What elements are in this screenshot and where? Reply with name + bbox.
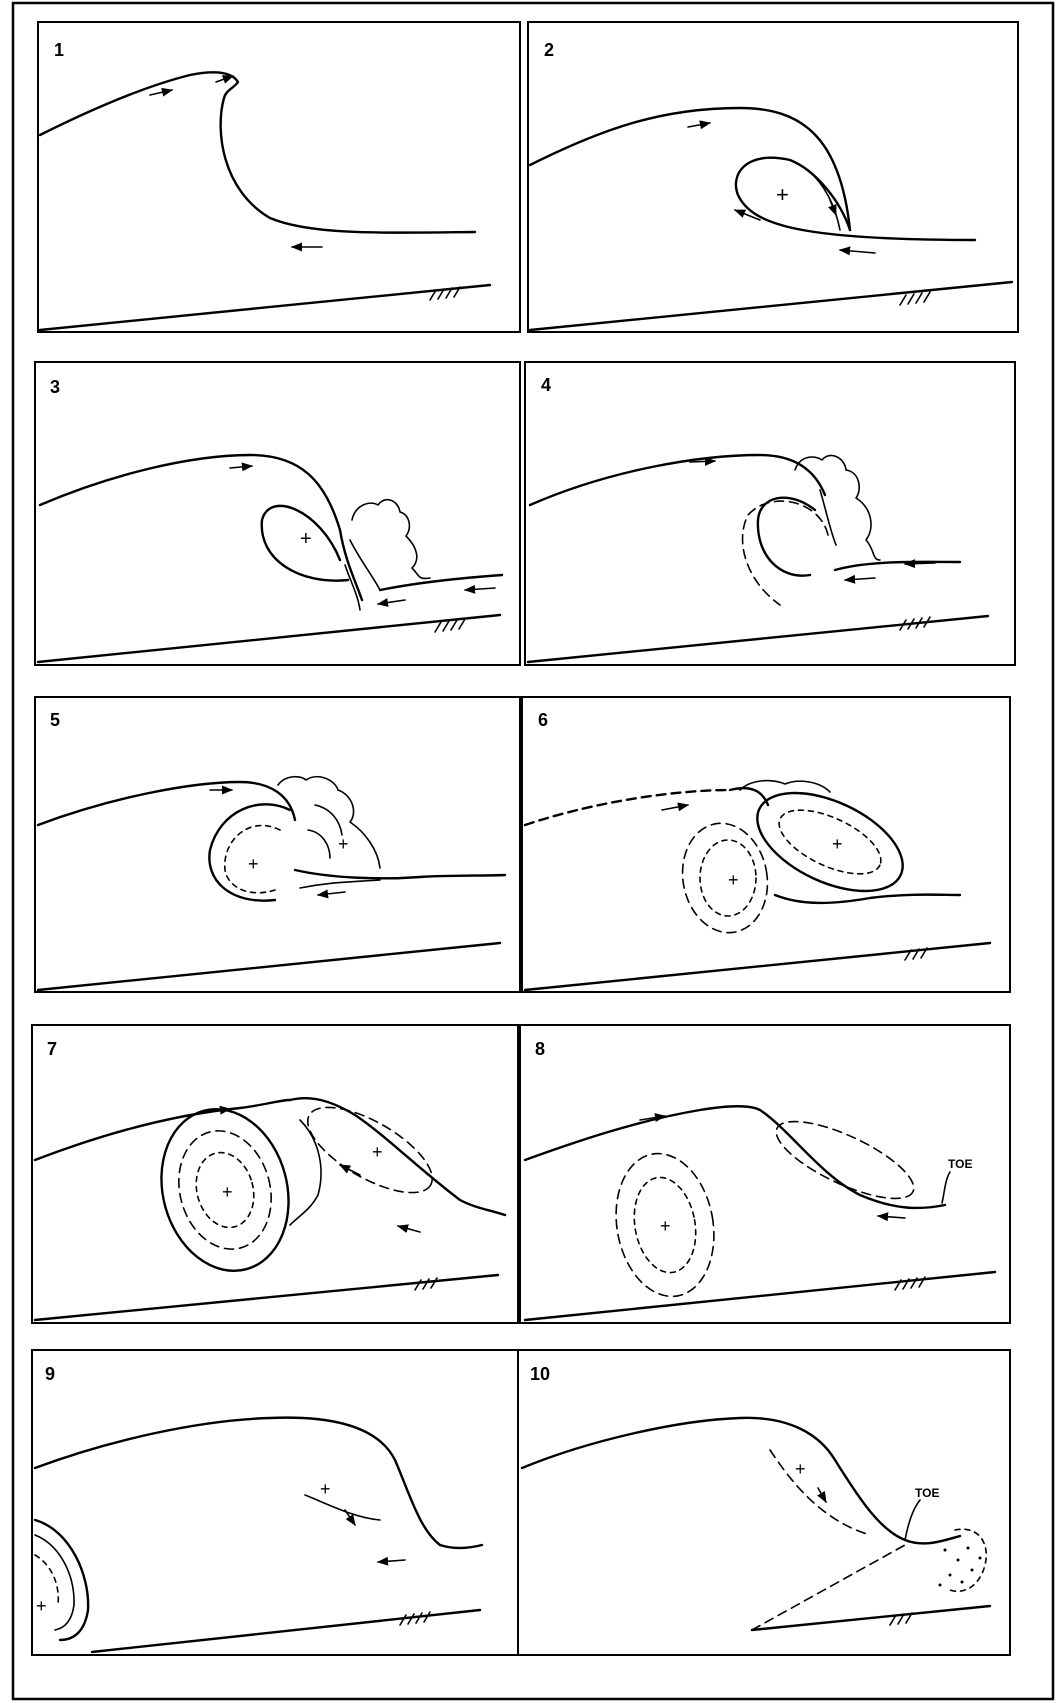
panel-2: 2 + xyxy=(528,22,1018,332)
panel-number-3: 3 xyxy=(50,377,60,397)
panel-number-6: 6 xyxy=(538,710,548,730)
panel-number-2: 2 xyxy=(544,40,554,60)
toe-label: TOE xyxy=(915,1486,939,1500)
panel-number-9: 9 xyxy=(45,1364,55,1384)
toe-label: TOE xyxy=(948,1157,972,1171)
vortex-center-mark: + xyxy=(795,1459,806,1479)
flow-arrow xyxy=(690,461,715,462)
vortex-center-mark: + xyxy=(222,1182,233,1202)
panel-number-10: 10 xyxy=(530,1364,550,1384)
panel-number-8: 8 xyxy=(535,1039,545,1059)
panel-4: 4 xyxy=(525,362,1015,665)
panel-number-1: 1 xyxy=(54,40,64,60)
panel-number-7: 7 xyxy=(47,1039,57,1059)
flow-arrow xyxy=(905,563,935,564)
panel-number-4: 4 xyxy=(541,375,551,395)
panel-8: 8 + TOE xyxy=(520,1025,1010,1323)
vortex-center-mark: + xyxy=(300,528,312,550)
panel-5: 5 + + xyxy=(35,697,520,992)
vortex-center-mark: + xyxy=(660,1216,671,1236)
vortex-center-mark: + xyxy=(320,1479,331,1499)
panel-10: 10 + TOE xyxy=(518,1350,1010,1655)
vortex-center-mark: + xyxy=(832,834,843,854)
panel-7: 7 + + xyxy=(32,1025,518,1323)
panel-3: 3 + xyxy=(35,362,520,665)
panel-9: 9 + + xyxy=(32,1350,518,1655)
vortex-center-mark: + xyxy=(728,870,739,890)
vortex-center-mark: + xyxy=(36,1596,47,1616)
vortex-center-mark: + xyxy=(248,854,259,874)
vortex-center-mark: + xyxy=(372,1142,383,1162)
panel-1: 1 xyxy=(38,22,520,332)
vortex-center-mark: + xyxy=(338,834,349,854)
panel-6: 6 + + xyxy=(522,697,1010,992)
panel-number-5: 5 xyxy=(50,710,60,730)
vortex-center-mark: + xyxy=(776,182,789,207)
